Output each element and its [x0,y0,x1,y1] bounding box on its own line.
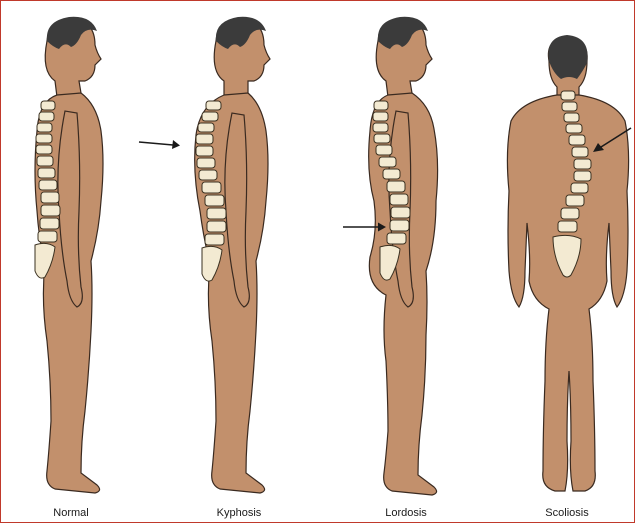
label-scoliosis: Scoliosis [507,507,627,519]
figure-normal [11,1,141,506]
arrow-kyphosis-icon [137,136,181,152]
figure-lordosis [346,1,476,506]
arrow-lordosis-icon [341,219,387,235]
label-kyphosis: Kyphosis [179,507,299,519]
label-normal: Normal [11,507,131,519]
label-lordosis: Lordosis [346,507,466,519]
figure-scoliosis [499,1,631,506]
arrow-scoliosis-icon [591,125,633,155]
figure-kyphosis [176,1,306,506]
body-lordosis [369,19,438,495]
